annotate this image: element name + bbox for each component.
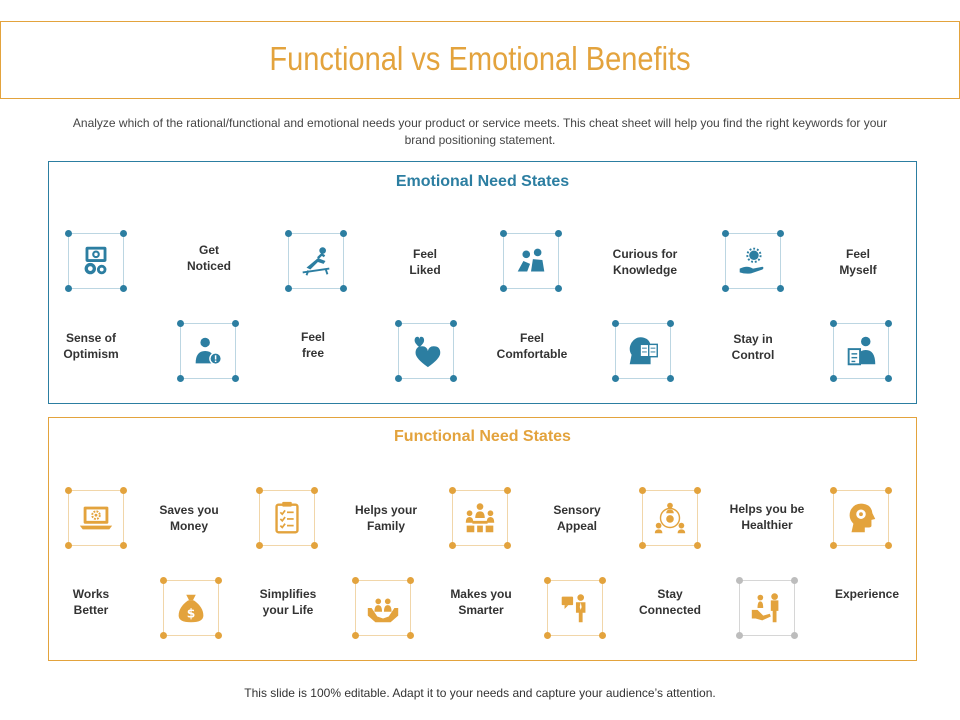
laptop-gear-icon: [79, 506, 113, 530]
head-gear-icon: [849, 503, 876, 533]
functional-icon-box: [256, 487, 318, 549]
functional-icon-box: $: [160, 577, 222, 639]
label-experience: Experience: [834, 587, 900, 601]
head-book-icon: [629, 337, 658, 365]
target-laptop-icon: [84, 246, 107, 275]
people-icon: [517, 248, 545, 272]
network-icon: [654, 502, 686, 534]
hands-people-icon: [367, 598, 399, 623]
functional-icon-box: [65, 487, 127, 549]
emotional-icon-box: [722, 230, 784, 292]
page-title: Functional vs Emotional Benefits: [269, 40, 691, 77]
speaker-person-icon: [561, 594, 586, 623]
relaxing-person-icon: [302, 247, 330, 276]
emotional-icon-box: [830, 320, 892, 382]
emotional-icon-box: [395, 320, 457, 382]
functional-icon-box: [544, 577, 606, 639]
person-clipboard-icon: [847, 336, 876, 366]
functional-icon-box: [352, 577, 414, 639]
emotional-icon-box: [500, 230, 562, 292]
hand-gear-icon: [739, 247, 764, 274]
functional-icon-box: [830, 487, 892, 549]
money-bag-icon: $: [178, 594, 204, 623]
functional-heading: Functional Need States: [394, 428, 571, 445]
emotional-icon-box: [285, 230, 347, 292]
team-icon: [465, 503, 495, 533]
checklist-icon: [275, 501, 299, 534]
svg-text:$: $: [187, 607, 196, 621]
footer-note: This slide is 100% editable. Adapt it to…: [244, 686, 716, 700]
functional-icon-box: [639, 487, 701, 549]
functional-icon-box: [449, 487, 511, 549]
person-alert-icon: [195, 337, 223, 366]
emotional-icon-box: [65, 230, 127, 292]
emotional-icon-box: [177, 320, 239, 382]
functional-icon-box: [736, 577, 798, 639]
emotional-heading: Emotional Need States: [395, 173, 570, 190]
hearts-icon: [414, 336, 441, 368]
helping-people-icon: [751, 593, 779, 623]
intro-text: Analyze which of the rational/functional…: [72, 116, 888, 147]
emotional-icon-box: [612, 320, 674, 382]
